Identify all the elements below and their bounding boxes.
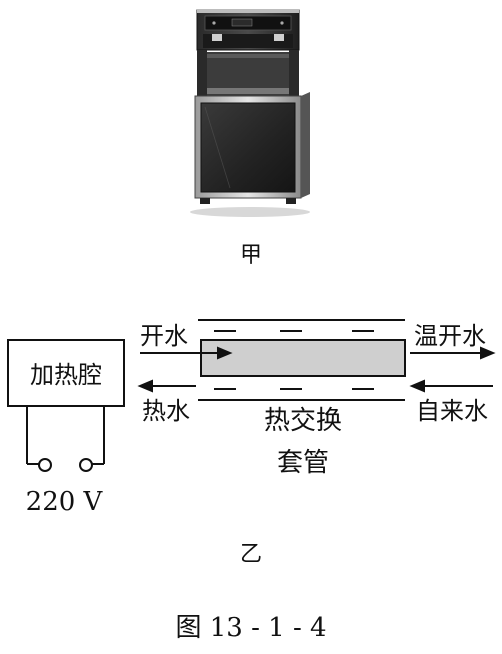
heating-chamber-label: 加热腔 (30, 361, 102, 389)
hot-water-label: 热水 (142, 397, 190, 425)
power-terminal-left (38, 458, 52, 472)
inner-pipe (200, 339, 406, 377)
power-terminal-right (79, 458, 93, 472)
figure-caption: 图 13 - 1 - 4 (175, 613, 326, 643)
heating-chamber-box (7, 339, 125, 407)
warm-water-label: 温开水 (414, 322, 486, 350)
figure-a-caption: 甲 (240, 243, 262, 268)
water-dispenser-photo (190, 9, 310, 217)
exchanger-label-line2: 套管 (277, 448, 329, 478)
heat-exchange-sleeve (198, 319, 406, 401)
figure-b-caption: 乙 (240, 542, 262, 567)
tap-water-label: 自来水 (416, 397, 488, 425)
exchanger-label-line1: 热交换 (264, 406, 342, 436)
power-wires (26, 406, 105, 465)
boiled-water-label: 开水 (140, 322, 188, 350)
heat-exchanger-diagram: 加热腔 220 V (7, 319, 496, 517)
voltage-label: 220 V (26, 487, 104, 517)
